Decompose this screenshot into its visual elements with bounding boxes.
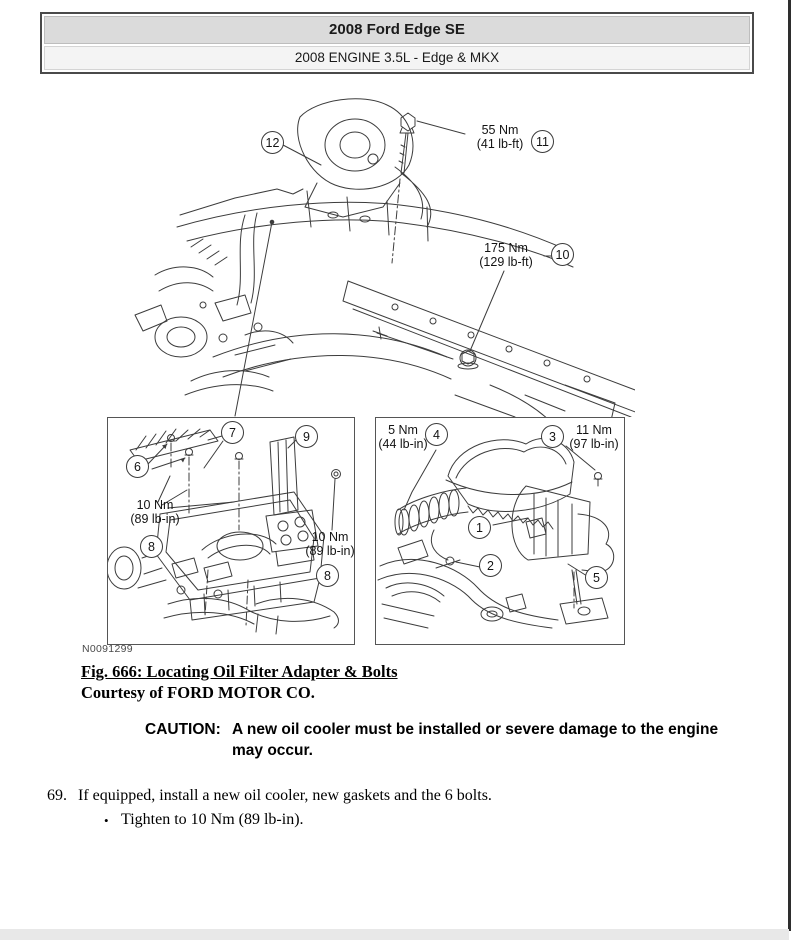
air-cleaner-illustration [377, 437, 615, 629]
figure-left-panel [107, 417, 355, 645]
window-right-border [788, 0, 791, 931]
torque-label-5nm: 5 Nm (44 lb-in) [360, 423, 446, 451]
callout-8-left: 8 [140, 535, 163, 558]
callout-10: 10 [551, 243, 574, 266]
caution-text: A new oil cooler must be installed or se… [232, 719, 718, 761]
torque-value: 10 Nm [311, 530, 349, 544]
torque-label-175nm: 175 Nm (129 lb-ft) [463, 241, 549, 269]
torque-alt: (44 lb-in) [378, 436, 428, 451]
torque-label-11nm: 11 Nm (97 lb-in) [554, 423, 634, 451]
callout-2: 2 [479, 554, 502, 577]
torque-label-55nm: 55 Nm (41 lb-ft) [457, 123, 543, 151]
torque-label-10nm-right: 10 Nm (89 lb-in) [287, 530, 373, 558]
procedure-step: 69. If equipped, install a new oil coole… [47, 787, 492, 805]
figure-caption: Fig. 666: Locating Oil Filter Adapter & … [81, 661, 398, 703]
callout-4: 4 [425, 423, 448, 446]
torque-value: 175 Nm [484, 241, 528, 255]
page-bottom-strip [0, 929, 789, 940]
callout-7: 7 [221, 421, 244, 444]
torque-value: 10 Nm [136, 498, 174, 512]
callout-8-right: 8 [316, 564, 339, 587]
callout-1: 1 [468, 516, 491, 539]
document-header: 2008 Ford Edge SE 2008 ENGINE 3.5L - Edg… [40, 12, 754, 74]
torque-value: 5 Nm [388, 423, 418, 437]
document-title: 2008 Ford Edge SE [44, 16, 750, 44]
callout-6: 6 [126, 455, 149, 478]
torque-alt: (41 lb-ft) [476, 136, 524, 151]
document-subtitle: 2008 ENGINE 3.5L - Edge & MKX [44, 46, 750, 70]
caution-label: CAUTION: [145, 721, 221, 738]
torque-alt: (89 lb-in) [305, 543, 355, 558]
caution-line-2: may occur. [232, 742, 313, 759]
torque-alt: (97 lb-in) [569, 436, 619, 451]
figure-caption-credit: Courtesy of FORD MOTOR CO. [81, 683, 315, 702]
substep-text: Tighten to 10 Nm (89 lb-in). [121, 811, 304, 828]
torque-alt: (89 lb-in) [130, 511, 180, 526]
caution-note: CAUTION: A new oil cooler must be instal… [145, 719, 745, 761]
torque-alt: (129 lb-ft) [479, 254, 533, 269]
callout-9: 9 [295, 425, 318, 448]
procedure-substep: • Tighten to 10 Nm (89 lb-in). [104, 811, 304, 829]
callout-11: 11 [531, 130, 554, 153]
bullet-icon: • [104, 813, 109, 828]
figure-image-number: N0091299 [82, 643, 133, 655]
step-text: If equipped, install a new oil cooler, n… [78, 787, 492, 804]
torque-label-10nm-left: 10 Nm (89 lb-in) [112, 498, 198, 526]
torque-value: 55 Nm [481, 123, 519, 137]
figure-caption-title: Fig. 666: Locating Oil Filter Adapter & … [81, 662, 398, 681]
callout-12: 12 [261, 131, 284, 154]
torque-value: 11 Nm [576, 423, 612, 437]
callout-5: 5 [585, 566, 608, 589]
caution-line-1: A new oil cooler must be installed or se… [232, 721, 719, 738]
figure-right-panel [375, 417, 625, 645]
engine-mount-illustration [134, 98, 635, 417]
adapter-bolts-illustration [108, 428, 341, 635]
step-number: 69. [47, 787, 67, 804]
callout-3: 3 [541, 425, 564, 448]
